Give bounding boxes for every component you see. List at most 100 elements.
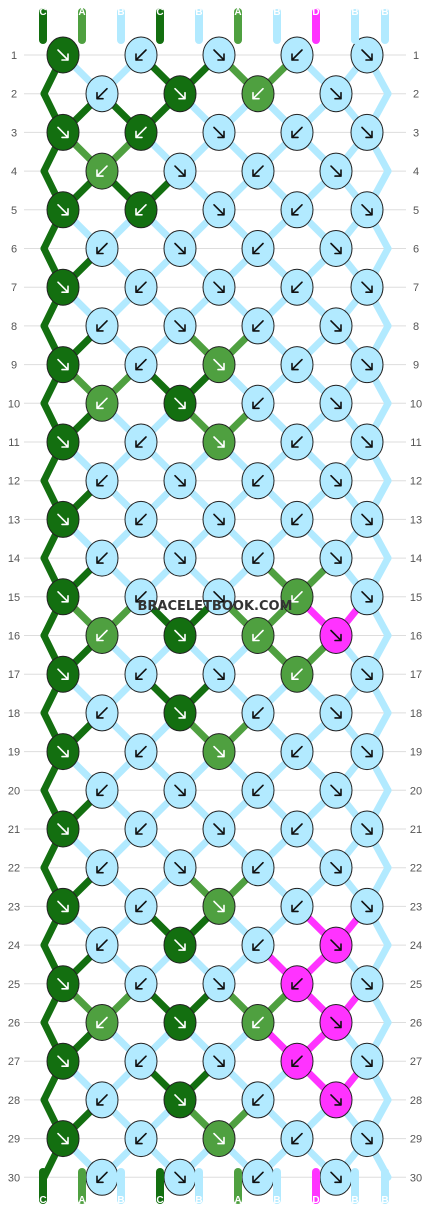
knot-arrow-icon [291, 745, 303, 758]
row-label-left: 10 [8, 398, 20, 410]
knot [202, 423, 236, 461]
knot [46, 1120, 80, 1158]
knot [163, 1158, 197, 1196]
knot-arrow-icon [330, 474, 342, 487]
knot [202, 655, 236, 693]
knot [280, 36, 314, 74]
row-label-left: 13 [8, 514, 20, 526]
string-letter-bottom: C [39, 1195, 46, 1206]
knot [85, 771, 119, 809]
knot-arrow-icon [213, 436, 225, 448]
row-label-left: 16 [8, 631, 20, 643]
knot-arrow-icon [135, 668, 147, 680]
knot-arrow-icon [252, 474, 264, 487]
knot-arrow-icon [135, 436, 147, 448]
knot [350, 655, 384, 693]
knot [280, 191, 314, 229]
row-label-right: 24 [410, 940, 422, 952]
knot [85, 539, 119, 577]
knot-arrow-icon [174, 320, 186, 332]
knot [241, 230, 275, 267]
knot [202, 36, 236, 74]
knot [280, 423, 314, 461]
knot [241, 926, 275, 964]
knot-arrow-icon [330, 165, 342, 177]
knot-arrow-icon [330, 939, 342, 951]
row-label-right: 27 [410, 1056, 422, 1068]
knot [280, 346, 314, 384]
row-label-left: 6 [11, 244, 17, 256]
knot-arrow-icon [252, 165, 264, 177]
knot-arrow-icon [361, 978, 373, 990]
knot-arrow-icon [330, 707, 342, 719]
knot [350, 346, 384, 384]
knot [46, 578, 80, 616]
knot-arrow-icon [135, 513, 147, 526]
knot-arrow-icon [291, 126, 303, 139]
knot-arrow-icon [57, 823, 69, 835]
row-label-right: 7 [413, 282, 419, 294]
knot [319, 694, 353, 732]
knot-arrow-icon [252, 784, 264, 797]
row-label-left: 19 [8, 747, 20, 759]
knot-arrow-icon [96, 474, 108, 487]
knot [319, 926, 353, 964]
knot-arrow-icon [135, 1055, 147, 1067]
knot [124, 191, 158, 229]
string-letter-top: C [156, 7, 163, 18]
knot [319, 462, 353, 500]
row-label-right: 21 [410, 824, 422, 836]
row-label-right: 20 [410, 785, 422, 797]
row-label-left: 1 [11, 50, 17, 62]
knot [124, 810, 158, 848]
knot [319, 307, 353, 345]
knot-arrow-icon [291, 358, 303, 371]
knot-arrow-icon [252, 1094, 264, 1106]
knot [46, 733, 80, 771]
knot [241, 1004, 275, 1041]
knot [46, 36, 80, 74]
knot-arrow-icon [252, 629, 264, 642]
knot-arrow-icon [330, 629, 342, 642]
knot-arrow-icon [96, 629, 108, 642]
knot [241, 849, 275, 887]
knot-arrow-icon [135, 281, 147, 293]
knot-arrow-icon [213, 823, 225, 835]
knot [85, 849, 119, 887]
knot-arrow-icon [213, 668, 225, 680]
knot [350, 1042, 384, 1080]
knot [46, 810, 80, 848]
string-letter-bottom: A [234, 1195, 241, 1206]
row-label-left: 12 [8, 476, 20, 488]
knot-arrow-icon [330, 87, 342, 100]
knot [350, 268, 384, 306]
knot-arrow-icon [174, 242, 186, 255]
knot-arrow-icon [361, 436, 373, 448]
knot-arrow-icon [291, 1055, 303, 1067]
knot [280, 578, 314, 616]
knot [241, 152, 275, 190]
knot-arrow-icon [174, 474, 186, 487]
knot [202, 810, 236, 848]
knot-arrow-icon [361, 823, 373, 835]
knot-arrow-icon [252, 1171, 264, 1184]
knot [319, 539, 353, 577]
knot [163, 1081, 197, 1119]
knot-arrow-icon [57, 978, 69, 990]
knot [124, 346, 158, 384]
knot-arrow-icon [96, 1094, 108, 1106]
row-label-left: 4 [11, 166, 17, 178]
knot [202, 268, 236, 306]
knot [163, 462, 197, 500]
row-label-left: 5 [11, 205, 17, 217]
knot-arrow-icon [330, 552, 342, 564]
string-letter-bottom: B [273, 1195, 280, 1206]
knot [350, 1120, 384, 1158]
knot [202, 1120, 236, 1158]
knot-arrow-icon [361, 126, 373, 139]
row-label-right: 18 [410, 708, 422, 720]
knot-arrow-icon [135, 358, 147, 371]
knot [202, 500, 236, 538]
knot-arrow-icon [213, 1055, 225, 1067]
knot [85, 617, 119, 654]
